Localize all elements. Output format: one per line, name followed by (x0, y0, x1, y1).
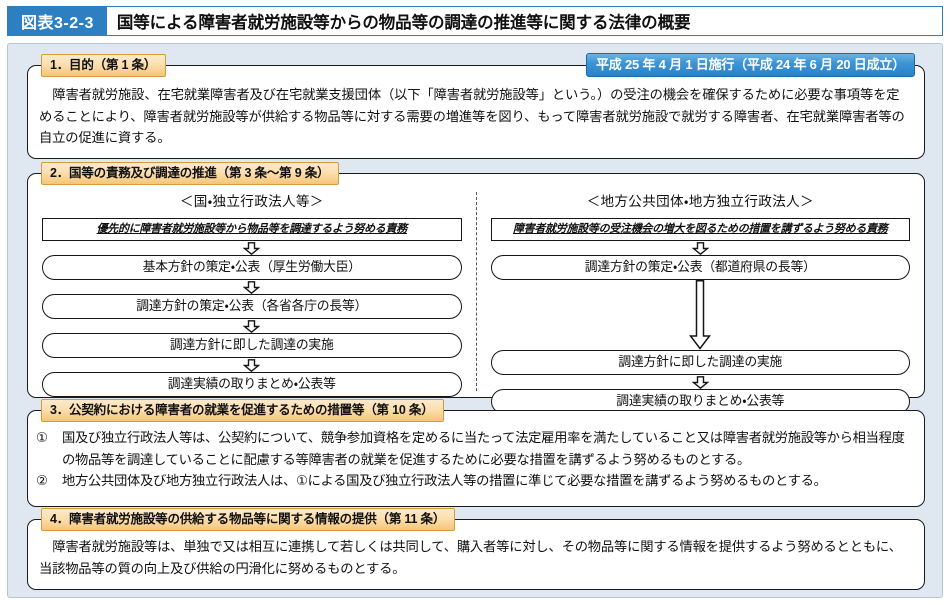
page-title: 国等による障害者就労施設等からの物品等の調達の推進等に関する法律の概要 (116, 14, 691, 32)
section-duties-flow: 2．国等の責務及び調達の推進（第 3 条～第 9 条） ＜国・独立行政法人等＞ … (27, 162, 925, 414)
flow-box-local-step-2: 調達方針に即した調達の実施 (490, 350, 910, 375)
down-arrow-icon (691, 375, 709, 389)
flow-column-local-heading: ＜地方公共団体・地方独立行政法人＞ (586, 194, 814, 209)
section-purpose: 1．目的（第 1 条） 平成 25 年 4 月 1 日施行（平成 24 年 6 … (27, 53, 925, 159)
figure-number-badge: 図表3-2-3 (8, 7, 107, 35)
section-information-provision-body: 障害者就労施設等は、単独で又は相互に連携して若しくは共同して、購入者等に対し、そ… (28, 520, 924, 579)
column-divider (475, 192, 477, 391)
section-information-provision: 4．障害者就労施設等の供給する物品等に関する情報の提供（第 11 条） 障害者就… (27, 508, 925, 590)
flow-box-local-step-1: 調達方針の策定・公表（都道府県の長等） (490, 255, 910, 280)
flow-columns: ＜国・独立行政法人等＞ 優先的に障害者就労施設等から物品等を調達するよう努める責… (28, 188, 925, 414)
flow-arrow (42, 319, 462, 333)
section-purpose-label: 1．目的（第 1 条） (41, 54, 167, 77)
list-item: ① 国及び独立行政法人等は、公契約について、競争参加資格を定めるに当たって法定雇… (36, 427, 914, 470)
list-item-text: 国及び独立行政法人等は、公契約について、競争参加資格を定めるに当たって法定雇用率… (62, 430, 905, 467)
enforcement-date-badge: 平成 25 年 4 月 1 日施行（平成 24 年 6 月 20 日成立） (585, 53, 915, 77)
flow-box-national-step-4: 調達実績の取りまとめ・公表等 (42, 372, 462, 397)
down-arrow-icon (243, 280, 261, 294)
flow-arrow (42, 358, 462, 372)
list-item: ② 地方公共団体及び地方独立行政法人は、①による国及び独立行政法人等の措置に準じ… (36, 470, 914, 492)
flow-box-national-step-2: 調達方針の策定・公表（各省各庁の長等） (42, 294, 462, 319)
flow-box-duty-local: 障害者就労施設等の受注機会の増大を図るための措置を講ずるよう努める責務 (490, 218, 910, 241)
section-public-contract: 3．公契約における障害者の就業を促進するための措置等（第 10 条） ① 国及び… (27, 399, 925, 507)
section-public-contract-body: ① 国及び独立行政法人等は、公契約について、競争参加資格を定めるに当たって法定雇… (28, 411, 924, 492)
flow-box-national-step-1: 基本方針の策定・公表（厚生労働大臣） (42, 255, 462, 280)
flow-column-local: ＜地方公共団体・地方独立行政法人＞ 障害者就労施設等の受注機会の増大を図るための… (477, 188, 925, 414)
down-arrow-icon (243, 358, 261, 372)
section-purpose-body: 障害者就労施設、在宅就業障害者及び在宅就業支援団体（以下「障害者就労施設等」とい… (28, 66, 924, 149)
section-information-provision-text: 障害者就労施設等は、単独で又は相互に連携して若しくは共同して、購入者等に対し、そ… (39, 539, 902, 576)
section-duties-label: 2．国等の責務及び調達の推進（第 3 条～第 9 条） (41, 162, 340, 185)
flow-arrow (42, 241, 462, 255)
down-arrow-long-icon (689, 280, 712, 350)
flow-arrow (42, 280, 462, 294)
figure-title-bar: 図表3-2-3 国等による障害者就労施設等からの物品等の調達の推進等に関する法律… (7, 6, 943, 36)
flow-arrow (491, 241, 911, 255)
flow-box-local-step-3: 調達実績の取りまとめ・公表等 (490, 389, 910, 414)
down-arrow-icon (243, 241, 261, 255)
flow-arrow (491, 375, 911, 389)
flow-box-national-step-3: 調達方針に即した調達の実施 (42, 333, 462, 358)
section-purpose-text: 障害者就労施設、在宅就業障害者及び在宅就業支援団体（以下「障害者就労施設等」とい… (39, 87, 905, 146)
flow-column-national: ＜国・独立行政法人等＞ 優先的に障害者就労施設等から物品等を調達するよう努める責… (28, 188, 476, 397)
list-item-marker: ① (36, 430, 48, 445)
section-public-contract-label: 3．公契約における障害者の就業を促進するための措置等（第 10 条） (41, 399, 444, 422)
list-item-text: 地方公共団体及び地方独立行政法人は、①による国及び独立行政法人等の措置に準じて必… (62, 473, 827, 489)
list-item-marker: ② (36, 473, 48, 489)
section-information-provision-label: 4．障害者就労施設等の供給する物品等に関する情報の提供（第 11 条） (41, 508, 456, 531)
flow-box-duty-national: 優先的に障害者就労施設等から物品等を調達するよう努める責務 (42, 218, 462, 241)
down-arrow-icon (691, 241, 709, 255)
flow-column-national-heading: ＜国・独立行政法人等＞ (179, 194, 324, 209)
figure-body-panel: 1．目的（第 1 条） 平成 25 年 4 月 1 日施行（平成 24 年 6 … (7, 43, 943, 598)
flow-arrow-long (491, 280, 911, 350)
down-arrow-icon (243, 319, 261, 333)
